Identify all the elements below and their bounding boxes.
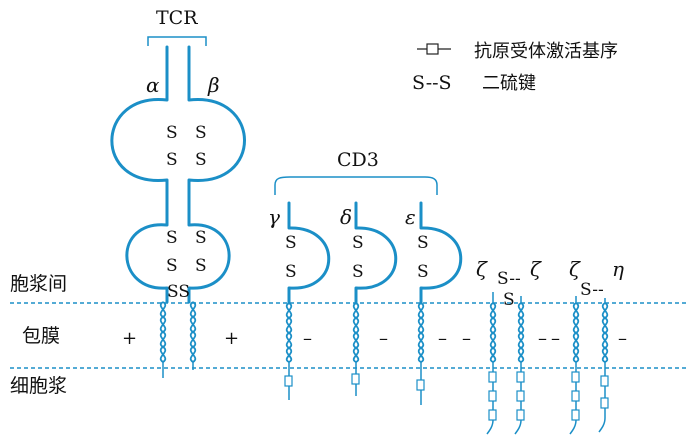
tcr-alpha-chain: α bbox=[110, 45, 169, 304]
membrane-charges: + + – – – – – – – bbox=[122, 328, 627, 349]
tcr-bracket bbox=[147, 36, 207, 46]
svg-text:S: S bbox=[166, 123, 178, 143]
svg-text:S: S bbox=[417, 233, 429, 253]
region-cytoplasm-label: 细胞浆 bbox=[10, 375, 67, 397]
cd3-epsilon-chain: ε S S bbox=[405, 201, 463, 405]
svg-text:S: S bbox=[285, 262, 297, 282]
svg-text:+: + bbox=[224, 328, 239, 349]
cd3-label: CD3 bbox=[337, 149, 379, 171]
svg-text:S: S bbox=[166, 150, 178, 170]
svg-text:S: S bbox=[195, 123, 207, 143]
svg-text:S: S bbox=[195, 256, 207, 276]
svg-text:S: S bbox=[503, 290, 515, 310]
svg-text:ζ: ζ bbox=[476, 257, 488, 281]
tcr-beta-chain: β bbox=[187, 45, 246, 304]
svg-text:–: – bbox=[462, 328, 471, 349]
svg-text:–: – bbox=[379, 328, 388, 349]
svg-text:γ: γ bbox=[268, 205, 280, 229]
svg-text:η: η bbox=[612, 257, 624, 281]
svg-text:S--: S-- bbox=[497, 269, 521, 289]
svg-text:S: S bbox=[285, 233, 297, 253]
legend-itam-label: 抗原受体激活基序 bbox=[474, 41, 618, 62]
svg-text:S: S bbox=[352, 262, 364, 282]
tcr-membrane-ss: SS bbox=[167, 282, 190, 302]
tcr-disulfide-bonds: S S S S S S S S SS bbox=[166, 123, 207, 302]
legend-itam-icon bbox=[426, 43, 439, 55]
tcr-label: TCR bbox=[156, 7, 198, 29]
cd3-gamma-chain: γ S S bbox=[268, 201, 331, 400]
svg-text:S: S bbox=[417, 262, 429, 282]
svg-text:–: – bbox=[618, 328, 627, 349]
cd3-bracket bbox=[274, 176, 438, 195]
legend-disulfide-symbol: S--S bbox=[412, 72, 452, 94]
zeta-zeta-dimer: ζ ζ S-- S bbox=[476, 257, 542, 435]
region-membrane-label: 包膜 bbox=[22, 325, 60, 347]
svg-text:ζ: ζ bbox=[569, 257, 581, 281]
svg-text:+: + bbox=[122, 328, 137, 349]
tcr-alpha-helix bbox=[159, 301, 167, 378]
svg-text:S: S bbox=[195, 150, 207, 170]
tcr-beta-helix bbox=[189, 301, 197, 370]
svg-text:ζ: ζ bbox=[530, 257, 542, 281]
legend-disulfide-label: 二硫键 bbox=[482, 73, 536, 94]
svg-text:S: S bbox=[166, 256, 178, 276]
cd3-delta-chain: δ S S bbox=[340, 201, 398, 396]
svg-text:S: S bbox=[195, 228, 207, 248]
svg-text:–: – bbox=[551, 328, 560, 349]
alpha-label: α bbox=[146, 73, 160, 97]
svg-text:–: – bbox=[303, 328, 312, 349]
svg-text:S: S bbox=[352, 233, 364, 253]
svg-text:–: – bbox=[438, 328, 447, 349]
legend: 抗原受体激活基序 S--S 二硫键 bbox=[412, 41, 618, 94]
svg-text:S: S bbox=[166, 228, 178, 248]
beta-label: β bbox=[207, 73, 220, 97]
svg-text:ε: ε bbox=[405, 205, 416, 229]
svg-text:δ: δ bbox=[340, 205, 352, 229]
svg-text:–: – bbox=[538, 328, 547, 349]
region-extracellular-label: 胞浆间 bbox=[10, 273, 67, 295]
svg-text:S--: S-- bbox=[580, 280, 604, 300]
zeta-eta-dimer: ζ η S-- bbox=[569, 257, 624, 435]
